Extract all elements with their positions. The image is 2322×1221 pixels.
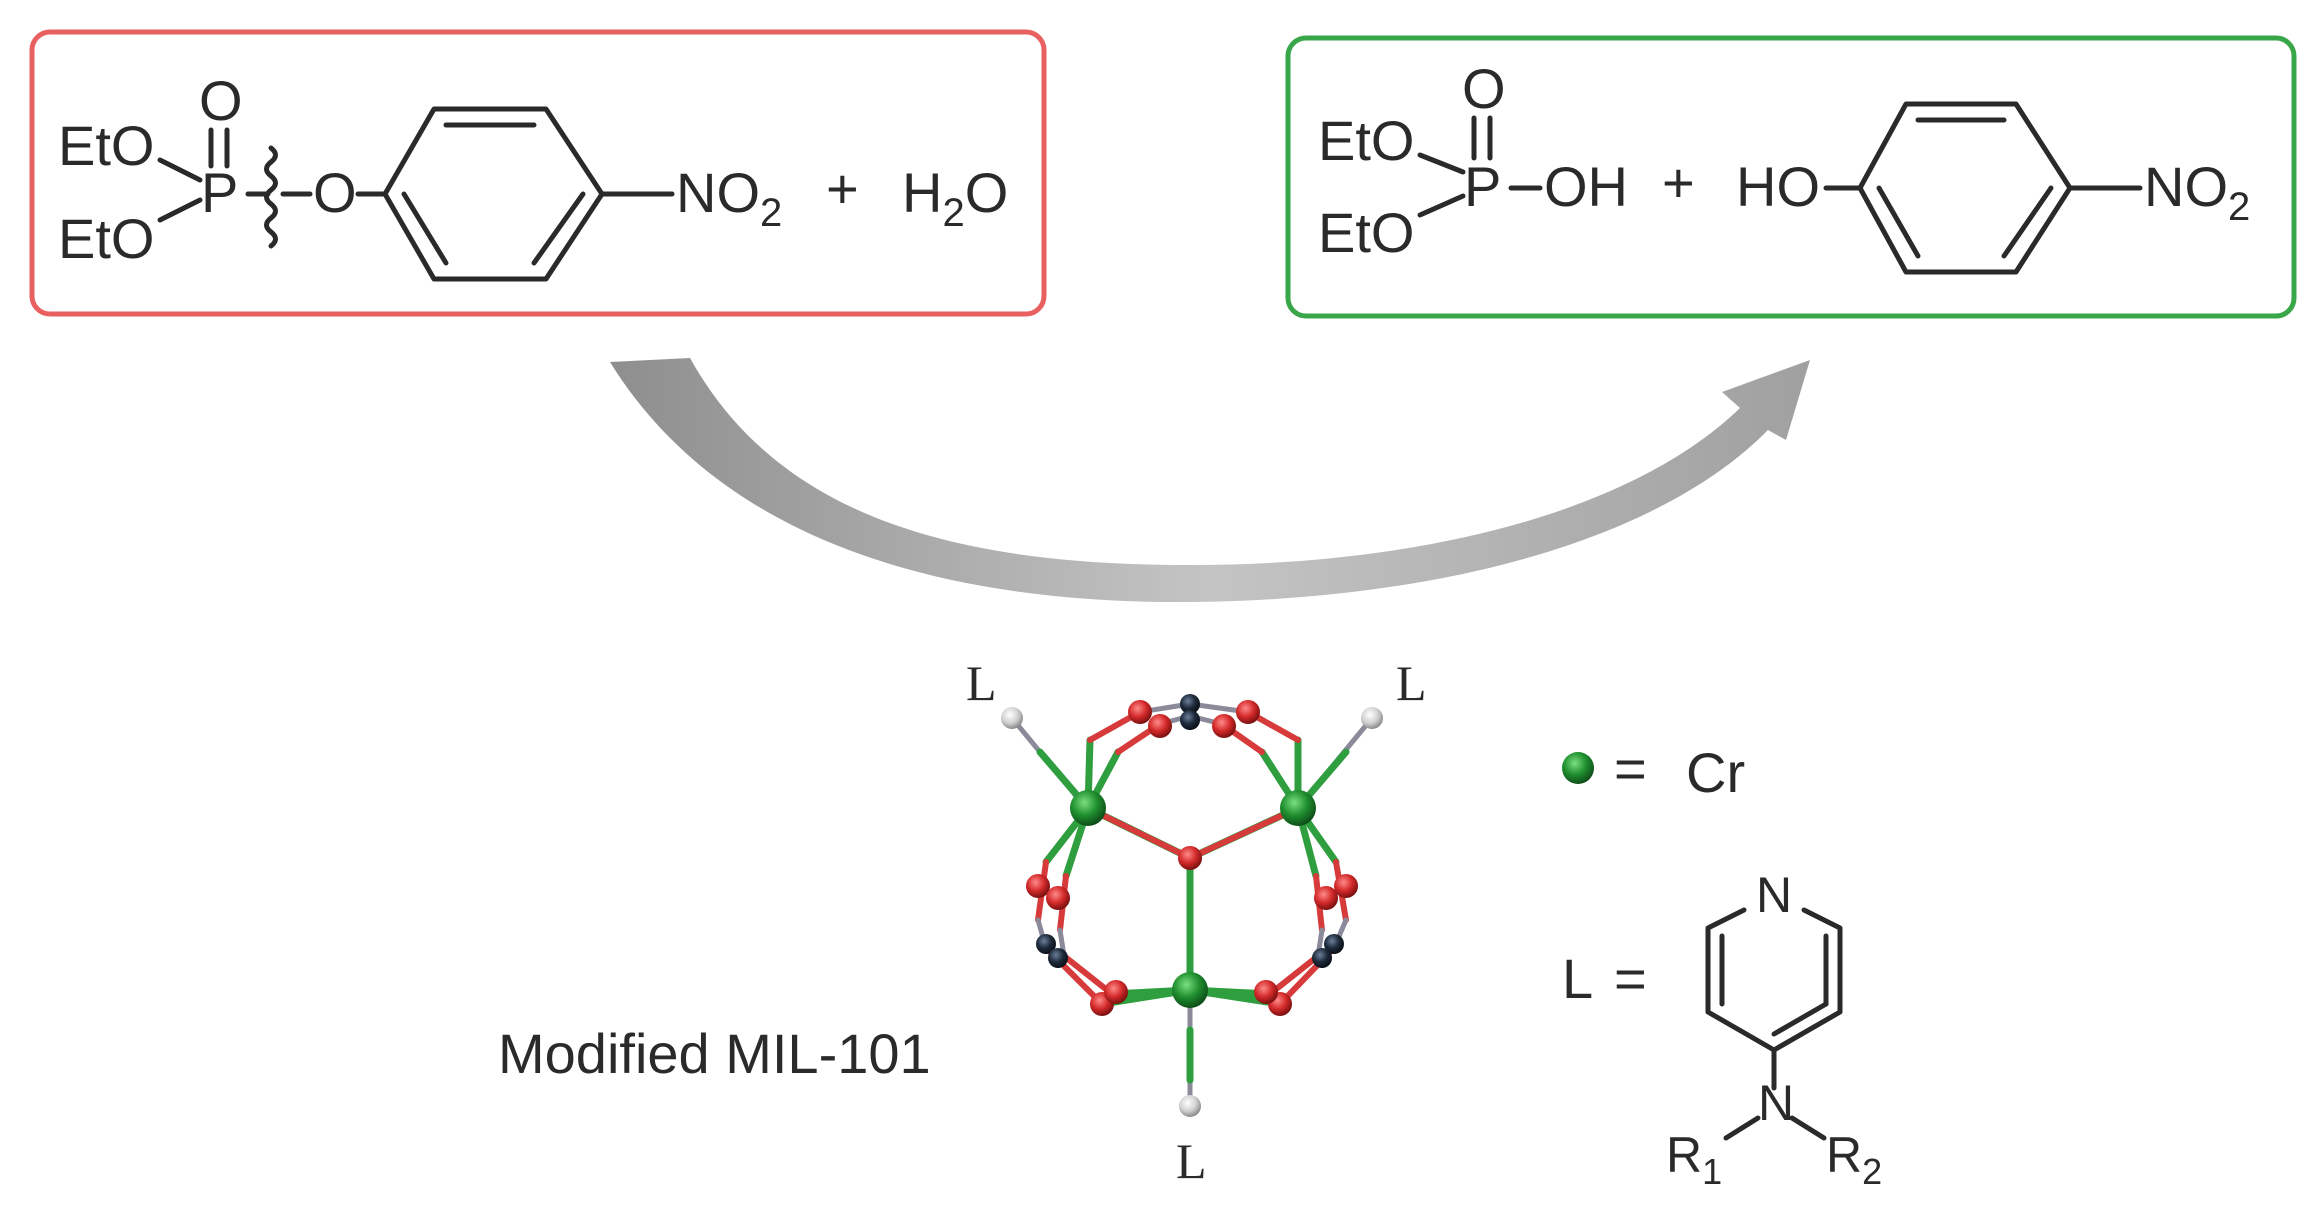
product-phenol-oh: HO [1736,155,1820,218]
legend: = Cr L = N N R1 R2 [1562,737,1882,1192]
central-oxygen-atom [1178,846,1202,870]
oxygen-atom [1128,700,1152,724]
carbon-atom [1048,948,1068,968]
product-phosphorus: P [1464,155,1501,218]
chromium-atom-left [1070,790,1106,826]
carbon-atom [1036,934,1056,954]
oxygen-atom [1236,700,1260,724]
oxygen-atom [1212,714,1236,738]
product-eto-bottom: EtO [1318,201,1414,264]
reactant-ester-oxygen: O [313,161,357,224]
carbon-atom [1312,948,1332,968]
product-oxo-oxygen: O [1462,57,1506,120]
water: H2O [902,161,1008,235]
reaction-arrow [610,358,1810,603]
r1-substituent: R1 [1666,1127,1722,1192]
oxygen-atom [1148,714,1172,738]
oxygen-atom [1314,886,1338,910]
reactant-phosphorus: P [201,161,238,224]
oxygen-atom [1254,980,1278,1004]
carbon-atom [1180,694,1200,714]
product-eto-top: EtO [1318,109,1414,172]
cr-legend-equals: = [1614,737,1647,800]
product-hydroxyl: OH [1544,155,1628,218]
cr-legend-label: Cr [1686,741,1745,804]
r2-substituent: R2 [1826,1127,1882,1192]
catalyst-name: Modified MIL-101 [498,1022,931,1085]
pyridine-ring: N [1705,867,1843,1053]
reactant-eto-top: EtO [58,114,154,177]
carbon-atom [1324,934,1344,954]
ligand-label-top-left: L [966,655,997,711]
chromium-atom-right [1280,790,1316,826]
product-nitro-group: NO2 [2144,155,2250,229]
ligand-label-bottom: L [1176,1133,1207,1189]
reactant-plus-sign: + [826,157,859,220]
oxygen-atom [1046,886,1070,910]
l-legend-label: L [1562,947,1593,1010]
reactant-oxo-oxygen: O [199,69,243,132]
amine-nitrogen: N [1758,1075,1794,1131]
oxygen-atom [1104,980,1128,1004]
ligand-atom-top-right [1361,707,1383,729]
carbon-atom [1180,710,1200,730]
l-legend-equals: = [1614,947,1647,1010]
ligand-atom-top-left [1001,707,1023,729]
product-plus-sign: + [1662,151,1695,214]
reactant-nitro-group: NO2 [676,161,782,235]
ligand-atom-bottom [1179,1095,1201,1117]
product-panel: EtO EtO O P OH + HO NO2 [1285,35,2297,319]
cr-legend-atom [1562,752,1594,784]
chromium-atom-bottom [1172,972,1208,1008]
pyridine-nitrogen: N [1756,867,1792,923]
oxygen-atom [1334,874,1358,898]
product-box [1285,35,2297,319]
reactant-panel: EtO EtO O P O NO2 + H2O [29,29,1047,317]
reactant-box [29,29,1047,317]
ligand-label-top-right: L [1396,655,1427,711]
cleavage-squiggle [264,145,278,249]
mil101-cluster: L L L [966,655,1427,1189]
oxygen-atom [1026,874,1050,898]
reactant-eto-bottom: EtO [58,207,154,270]
